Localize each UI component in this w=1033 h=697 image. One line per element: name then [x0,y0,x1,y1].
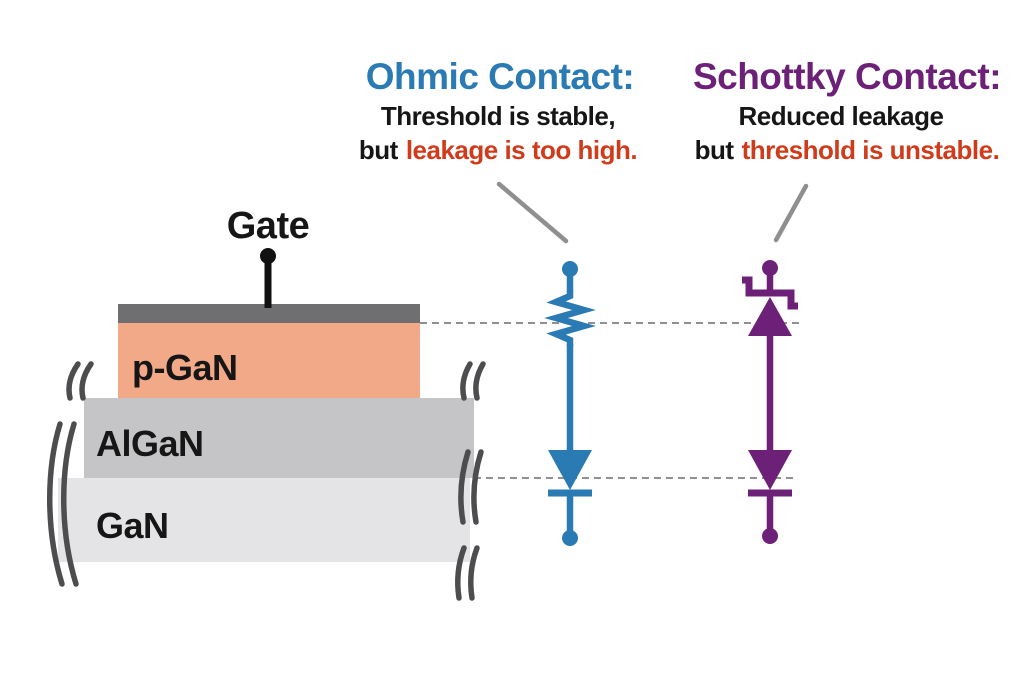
schottky-callout-line [773,183,809,243]
tear-mark [471,449,484,525]
tear-mark [460,361,473,401]
layer-stack: p-GaN AlGaN GaN [58,304,474,562]
schottky-contact-symbol [742,260,798,544]
layer-algan-label: AlGaN [96,423,204,464]
layer-pgan-label: p-GaN [132,347,238,388]
gate-terminal: Gate [227,205,310,308]
tear-mark [458,449,471,525]
diode-down-icon [748,450,792,490]
ohmic-contact-symbol [544,261,596,546]
schottky-desc-line2-prefix: but [695,135,735,165]
schottky-desc-line1: Reduced leakage [739,101,944,131]
schottky-desc-line2-highlight: threshold is unstable. [742,135,1000,165]
layer-algan-rect [84,398,474,478]
ohmic-title: Ohmic Contact: [366,56,634,97]
tear-mark [61,421,79,587]
ohmic-desc-line2-highlight: leakage is too high. [406,135,637,165]
tear-mark [66,361,81,401]
diode-down-icon [548,450,592,490]
tear-marks [47,361,486,601]
ohmic-desc-line2-prefix: but [359,135,399,165]
gate-label: Gate [227,205,309,247]
tear-mark [455,545,467,601]
ohmic-desc-line1: Threshold is stable, [381,101,615,131]
ohmic-callout-line [496,181,569,244]
layer-gan-label: GaN [96,505,169,546]
schottky-title: Schottky Contact: [693,56,1001,97]
ohmic-terminal-dot-bottom [562,530,578,546]
tear-mark [473,361,486,401]
layer-pgan-rect [118,322,420,398]
gate-pin-dot [260,248,276,264]
tear-mark [468,545,480,601]
schottky-bar-icon [742,276,798,310]
layer-gan-rect [58,478,470,562]
schottky-terminal-dot-bottom [762,528,778,544]
resistor-icon [544,291,596,346]
tear-mark [47,421,65,587]
tear-mark [79,361,94,401]
gate-metal-rect [118,304,420,323]
schottky-diode-up-icon [748,297,792,336]
